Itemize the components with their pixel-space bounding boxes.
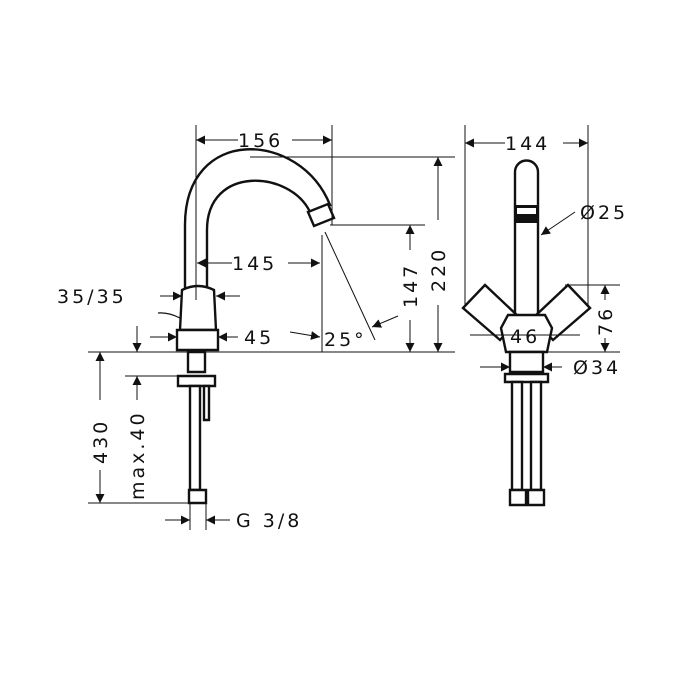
dim-g-3-8: G 3/8 [236,510,302,532]
front-dimension-lines [464,125,620,372]
faucet-front-outline [461,159,592,507]
dim-angle-25: 25° [324,329,367,351]
dim-147: 147 [400,263,422,308]
dim-156: 156 [238,130,283,152]
side-view: 156 145 35/35 45 25° 147 220 430 max.40 … [57,125,455,532]
dim-430: 430 [90,419,112,464]
dim-145: 145 [232,253,277,275]
dim-46: 46 [510,326,540,348]
dim-diameter-25: Ø25 [580,202,628,224]
dim-144: 144 [505,133,550,155]
front-view: 144 Ø25 46 76 Ø34 [461,125,628,507]
dimension-lines [88,125,455,530]
dim-max-40: max.40 [127,410,149,500]
dim-diameter-34: Ø34 [573,357,621,379]
dim-45: 45 [244,327,274,349]
dim-220: 220 [428,247,450,292]
dim-76: 76 [595,306,617,336]
dim-35-35: 35/35 [57,286,127,308]
